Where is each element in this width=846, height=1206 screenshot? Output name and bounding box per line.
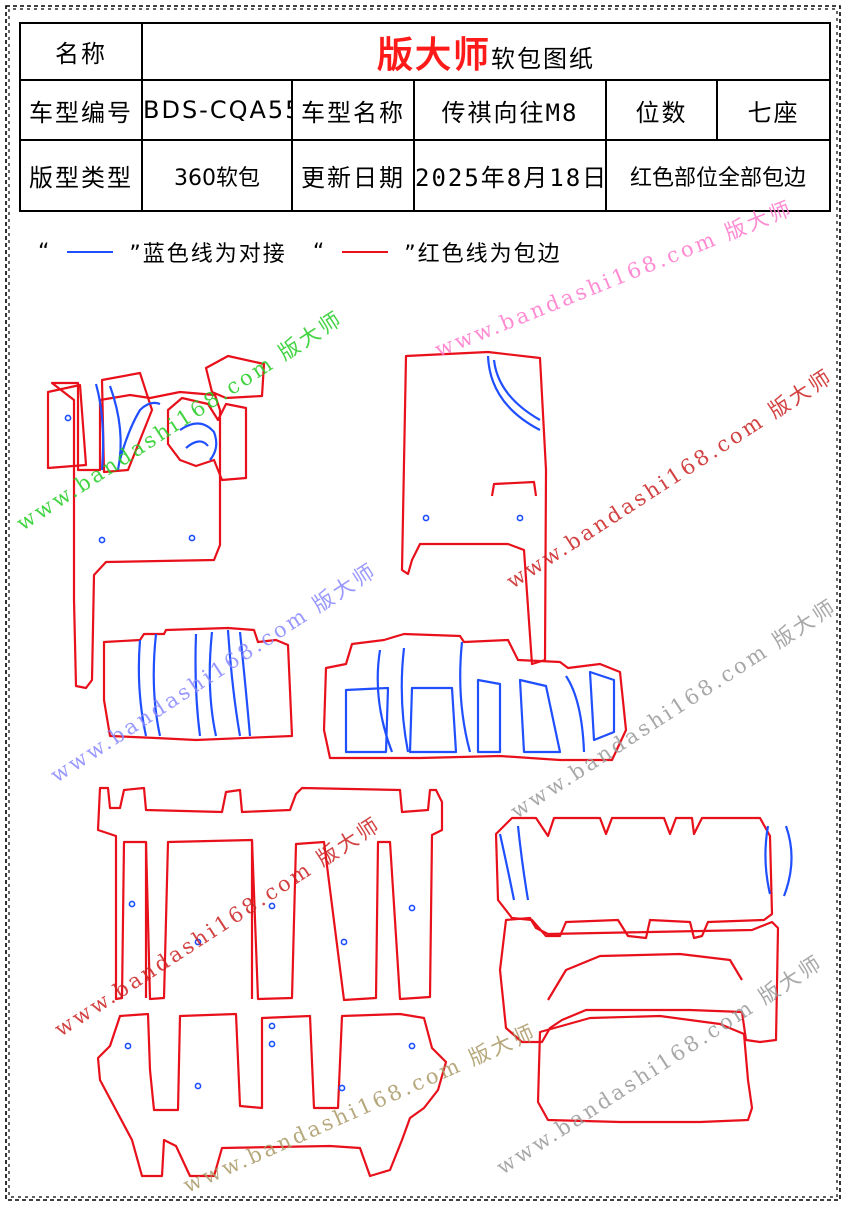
hole bbox=[516, 514, 524, 522]
legend-blue-line bbox=[67, 251, 114, 253]
hole bbox=[128, 900, 136, 908]
model-name-label: 车型名称 bbox=[291, 79, 415, 141]
joint-row2-left bbox=[137, 629, 252, 737]
update-date-label: 更新日期 bbox=[291, 139, 415, 212]
legend-red-text: ”红色线为包边 bbox=[404, 242, 562, 267]
seats-value: 七座 bbox=[715, 79, 832, 141]
model-code-value: BDS-CQA5542R bbox=[141, 79, 293, 141]
seats-label: 位数 bbox=[605, 79, 718, 141]
hole bbox=[340, 938, 348, 946]
legend-blue-open: “ bbox=[38, 239, 52, 265]
info-table: 名称 版大师软包图纸 车型编号 BDS-CQA5542R 车型名称 传祺向往M8… bbox=[19, 22, 832, 212]
hole bbox=[268, 902, 276, 910]
blue-joint-lines bbox=[94, 355, 793, 901]
joint-row2-right bbox=[344, 641, 616, 754]
model-name-value: 传祺向往M8 bbox=[413, 79, 607, 141]
model-code-label: 车型编号 bbox=[19, 79, 143, 141]
brand-suffix: 软包图纸 bbox=[491, 44, 596, 73]
pattern-type-label: 版型类型 bbox=[19, 139, 143, 212]
joint-pedal-right bbox=[118, 401, 161, 461]
legend-blue-text: ”蓝色线为对接 bbox=[129, 242, 287, 267]
piece-passenger-slot bbox=[490, 480, 538, 497]
hole bbox=[268, 1040, 276, 1048]
line-legend: “ ”蓝色线为对接 “ ”红色线为包边 bbox=[38, 236, 562, 268]
piece-row3-lower bbox=[96, 1012, 448, 1178]
piece-hump bbox=[166, 396, 248, 482]
hole bbox=[338, 1084, 346, 1092]
hole bbox=[124, 1042, 132, 1050]
piece-row2-left bbox=[102, 626, 294, 742]
hole bbox=[194, 1082, 202, 1090]
name-label: 名称 bbox=[19, 22, 143, 81]
hole bbox=[64, 414, 72, 422]
legend-red-line bbox=[342, 251, 389, 253]
update-date-value: 2025年8月18日 bbox=[413, 139, 607, 212]
piece-passenger-mat bbox=[400, 350, 548, 666]
joint-pedal-inner bbox=[94, 383, 122, 471]
piece-trunk-top bbox=[494, 816, 774, 940]
brand-title: 版大师 bbox=[377, 34, 492, 76]
joint-hump bbox=[179, 422, 218, 461]
hole bbox=[194, 938, 202, 946]
pattern-type-value: 360软包 bbox=[141, 139, 293, 212]
hole bbox=[408, 904, 416, 912]
hole bbox=[422, 514, 430, 522]
joint-trunk-left bbox=[498, 825, 530, 901]
joint-passenger-top bbox=[486, 355, 541, 431]
red-edge-pieces bbox=[46, 350, 780, 1178]
piece-row3-left bbox=[96, 786, 444, 1002]
piece-small-top-left bbox=[46, 383, 88, 470]
mounting-holes bbox=[64, 414, 524, 1092]
hole bbox=[408, 1042, 416, 1050]
piece-row2-right bbox=[322, 632, 628, 762]
joint-trunk-right bbox=[764, 825, 793, 897]
red-note: 红色部位全部包边 bbox=[604, 139, 832, 212]
hole bbox=[98, 536, 106, 544]
piece-trunk-curve bbox=[547, 952, 743, 1001]
hole bbox=[268, 1022, 276, 1030]
legend-red-open: “ bbox=[312, 239, 327, 265]
piece-trunk-arch bbox=[536, 1014, 754, 1124]
piece-trunk-main bbox=[498, 916, 780, 1044]
title-cell: 版大师软包图纸 bbox=[140, 22, 832, 81]
piece-square-tab bbox=[204, 354, 266, 400]
hole bbox=[188, 534, 196, 542]
